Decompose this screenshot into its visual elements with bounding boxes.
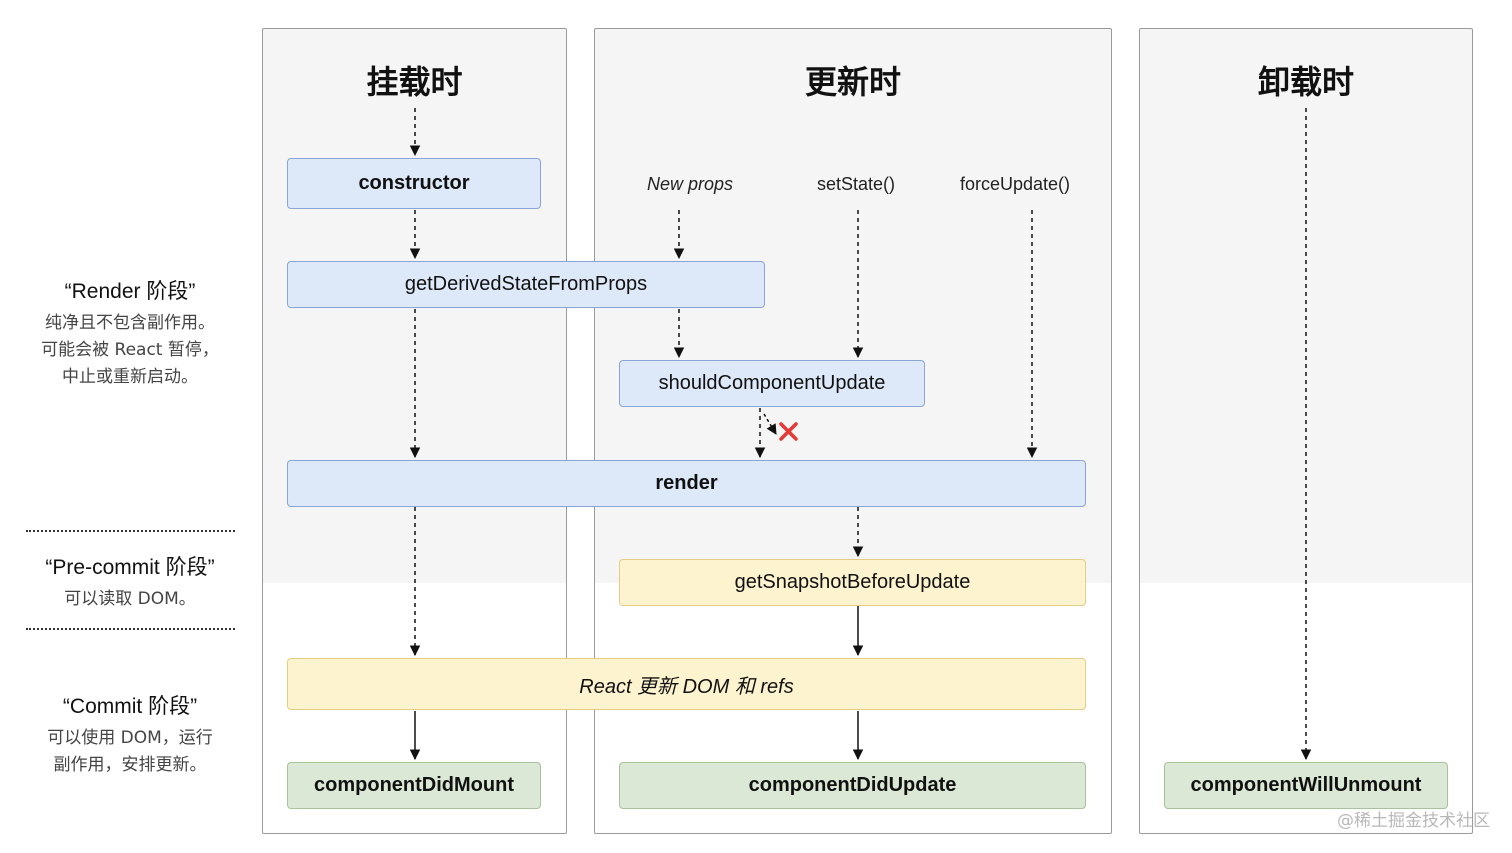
- render-phase-title: “Render 阶段”: [64, 280, 196, 303]
- precommit-phase-title: “Pre-commit 阶段”: [45, 556, 215, 579]
- node-should-component-update: shouldComponentUpdate: [619, 360, 925, 407]
- render-phase-line-1: 纯净且不包含副作用。: [45, 313, 215, 333]
- node-component-did-update: componentDidUpdate: [619, 762, 1086, 809]
- node-component-will-unmount: componentWillUnmount: [1164, 762, 1448, 809]
- update-column-title: 更新时: [804, 63, 901, 101]
- watermark: @稀土掘金技术社区: [1337, 811, 1490, 831]
- precommit-phase-line-1: 可以读取 DOM。: [64, 589, 196, 609]
- trigger-force-update: forceUpdate(): [960, 174, 1071, 194]
- node-get-derived-state-from-props: getDerivedStateFromProps: [287, 261, 765, 308]
- node-constructor: constructor: [287, 158, 541, 209]
- unmount-column-title: 卸载时: [1257, 63, 1354, 101]
- commit-phase-line-1: 可以使用 DOM，运行: [47, 728, 213, 748]
- node-react-update-dom: React 更新 DOM 和 refs: [287, 658, 1086, 710]
- mount-column-title: 挂载时: [366, 63, 463, 101]
- commit-phase-line-2: 副作用，安排更新。: [53, 755, 207, 775]
- separator-precommit-commit: [26, 628, 235, 630]
- trigger-new-props: New props: [647, 174, 734, 194]
- node-component-did-mount: componentDidMount: [287, 762, 541, 809]
- render-phase-line-3: 中止或重新启动。: [62, 367, 198, 387]
- trigger-set-state: setState(): [817, 174, 896, 194]
- commit-phase-title: “Commit 阶段”: [62, 695, 198, 718]
- node-get-snapshot-before-update: getSnapshotBeforeUpdate: [619, 559, 1086, 606]
- cancel-x-icon: [779, 422, 798, 441]
- separator-render-precommit: [26, 530, 235, 532]
- node-render: render: [287, 460, 1086, 507]
- render-phase-line-2: 可能会被 React 暂停，: [41, 340, 219, 360]
